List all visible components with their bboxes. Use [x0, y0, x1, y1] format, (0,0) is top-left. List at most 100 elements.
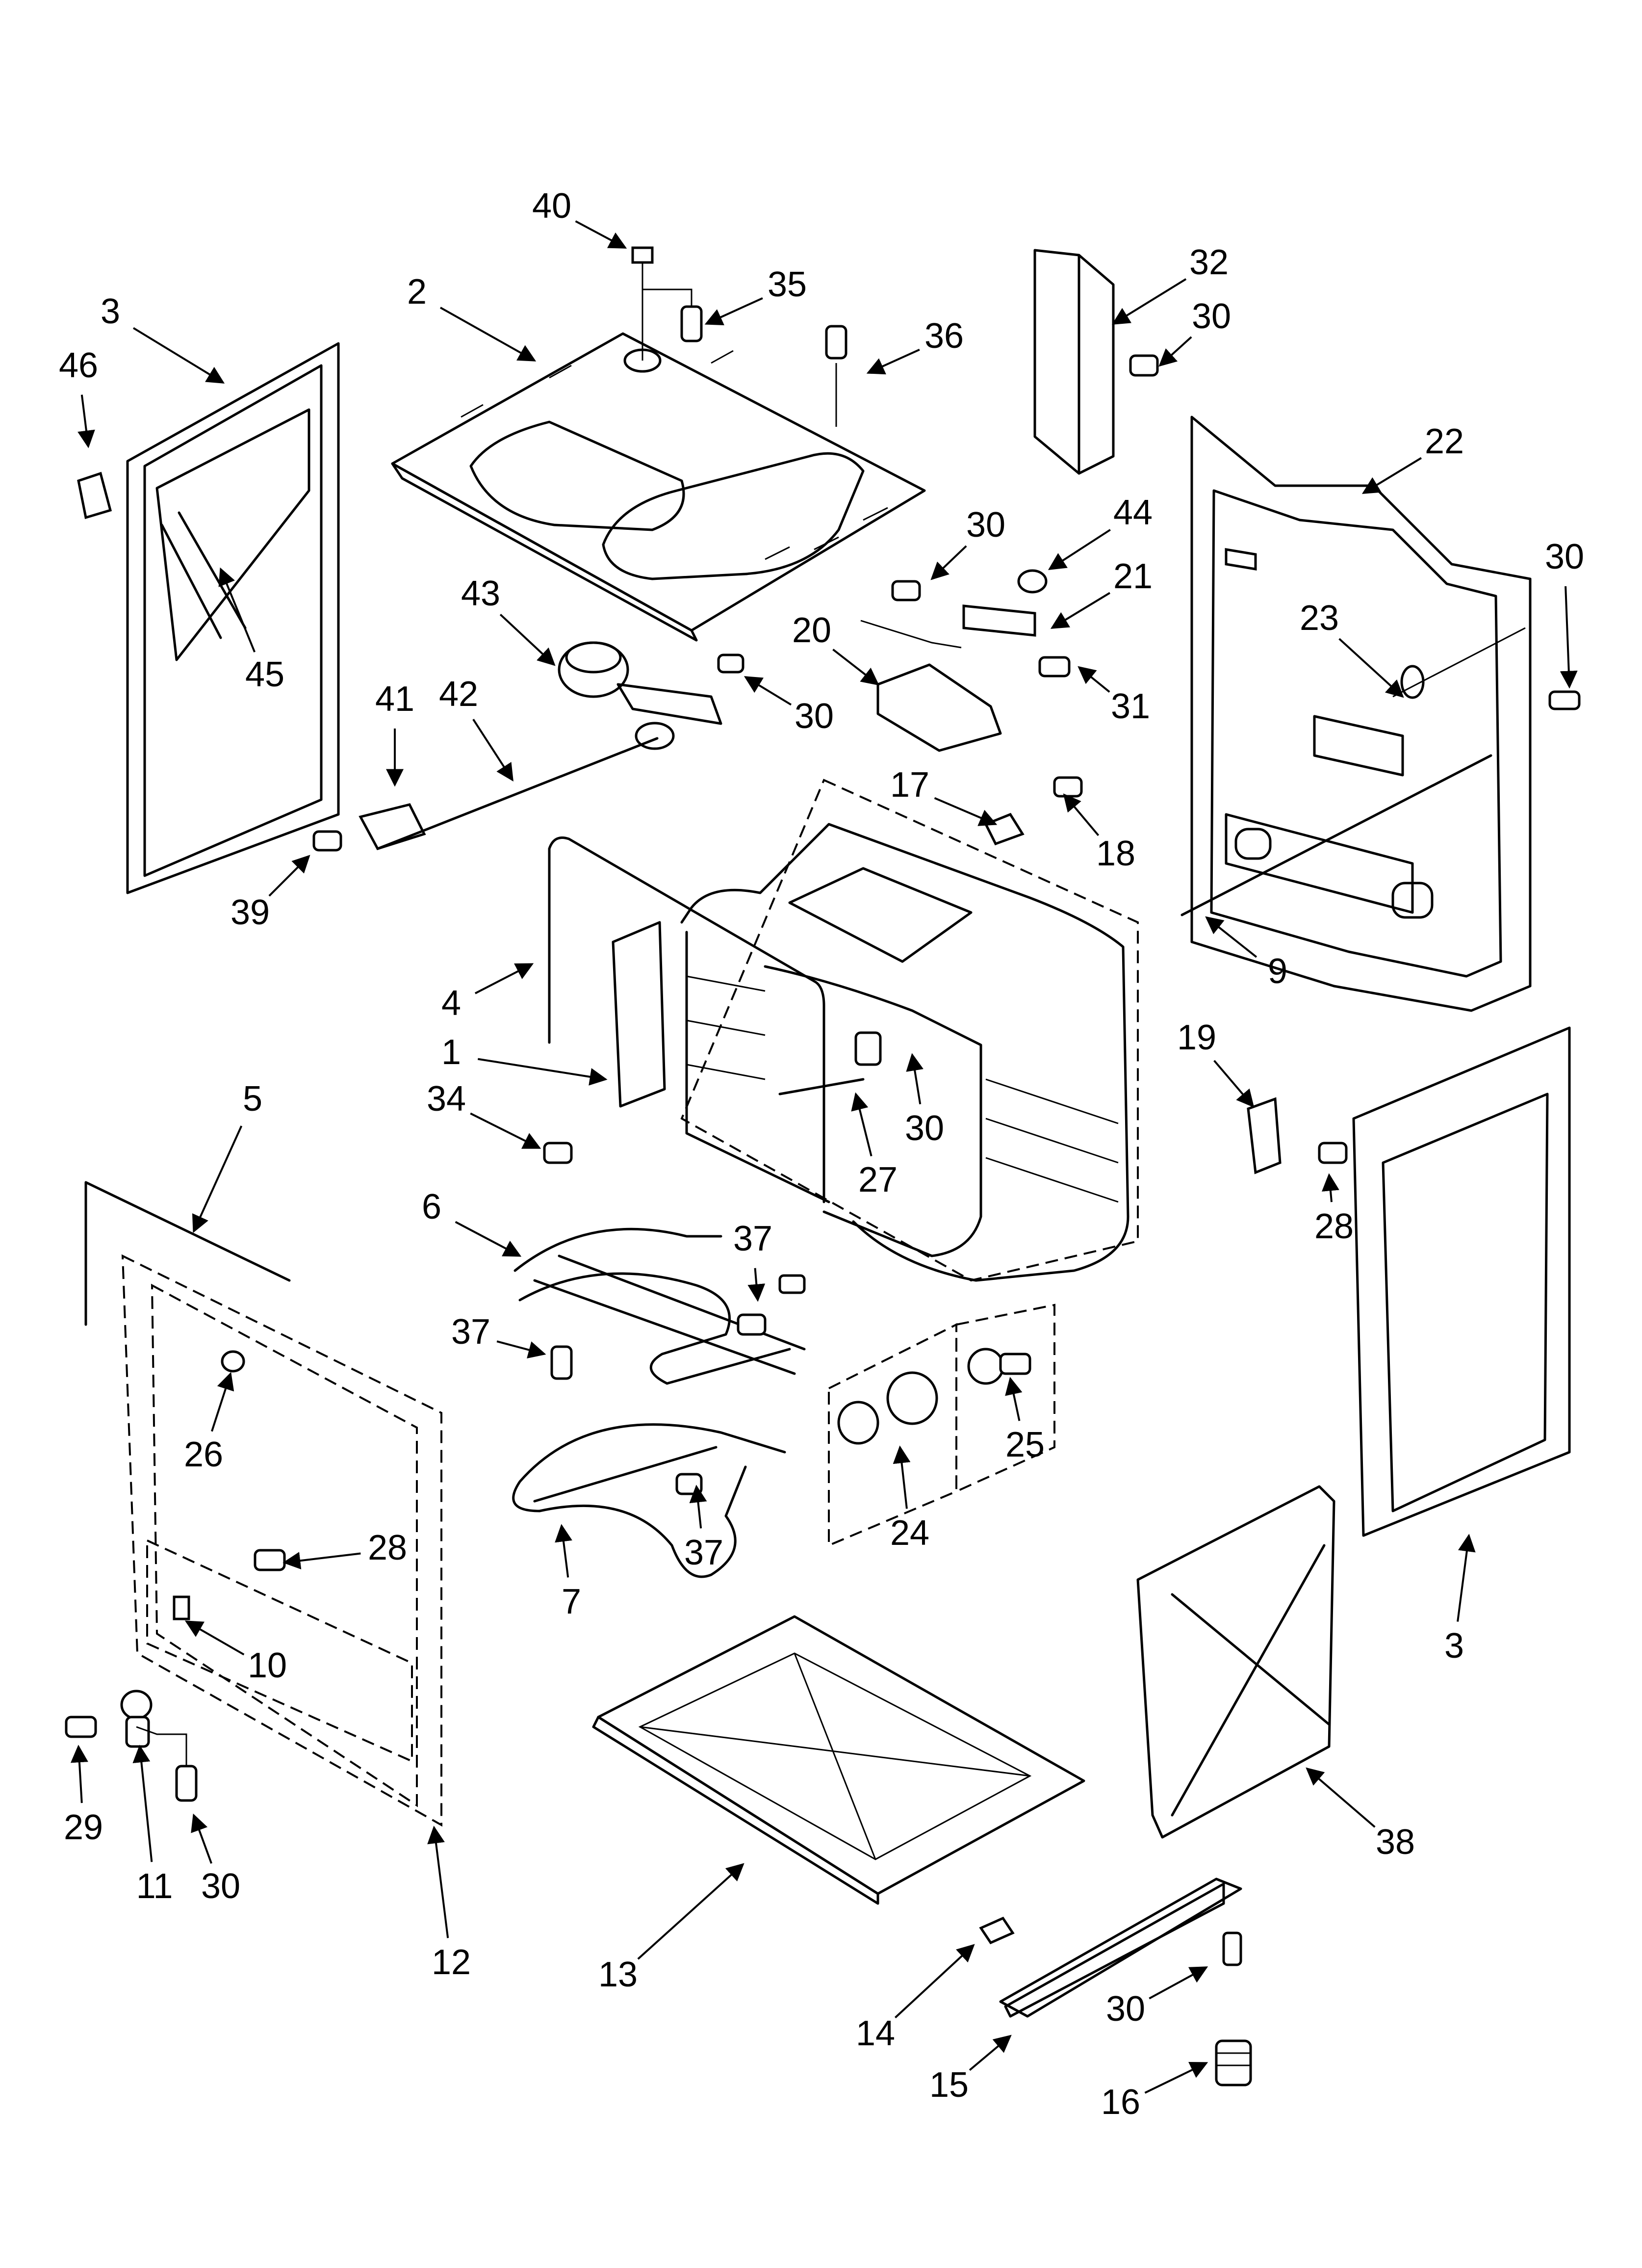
parts-39-41-42 [312, 737, 659, 852]
callout-leader-5 [192, 1125, 243, 1233]
callout-label-46: 46 [59, 346, 98, 385]
callout-leader-38 [1306, 1767, 1376, 1828]
back-panel [1190, 416, 1581, 1012]
door-gasket-5 [84, 1181, 291, 1326]
callout-leader-20 [832, 649, 879, 686]
callout-label-30f: 30 [201, 1867, 240, 1906]
callout-label-9: 9 [1268, 952, 1287, 991]
bake-element-7 [512, 1423, 786, 1578]
callout-label-24: 24 [890, 1513, 929, 1553]
callout-label-30c: 30 [1545, 537, 1584, 576]
callout-label-37c: 37 [684, 1533, 723, 1572]
bracket-20 [876, 663, 1002, 752]
bracket-1 [543, 921, 666, 1164]
callout-label-10: 10 [248, 1646, 287, 1685]
callout-leader-12 [427, 1825, 449, 1938]
callout-leader-6 [455, 1221, 522, 1257]
callout-leader-18 [1063, 793, 1100, 836]
parts-19-28 [1247, 1097, 1348, 1174]
callout-leader-11 [132, 1745, 153, 1862]
parts-29-11-30 [65, 1690, 198, 1802]
callout-label-34: 34 [427, 1079, 466, 1119]
callout-leader-4 [474, 963, 534, 994]
callout-label-30e: 30 [905, 1109, 944, 1148]
callout-leader-3b [1457, 1534, 1476, 1622]
callout-leader-31 [1078, 666, 1110, 693]
callout-label-2: 2 [407, 272, 427, 312]
callout-leader-42 [472, 719, 513, 782]
callout-label-28b: 28 [368, 1528, 407, 1567]
callout-leader-30g [1149, 1966, 1208, 2000]
callout-leader-27 [851, 1092, 872, 1157]
callout-label-31: 31 [1111, 687, 1150, 726]
callout-leader-9 [1205, 916, 1257, 958]
callout-leader-25 [1005, 1377, 1023, 1421]
callout-leader-10 [184, 1620, 245, 1656]
callout-leader-37a [747, 1268, 766, 1302]
callout-label-21: 21 [1113, 557, 1153, 596]
callout-label-38: 38 [1376, 1823, 1415, 1862]
callout-label-11: 11 [136, 1867, 173, 1906]
cooktop-panel [391, 246, 926, 642]
callout-label-27: 27 [858, 1160, 898, 1199]
callout-label-17: 17 [890, 765, 929, 805]
callout-label-3a: 3 [101, 292, 120, 331]
callout-leader-1 [478, 1058, 608, 1086]
callout-label-32: 32 [1189, 243, 1229, 282]
callout-leader-16 [1144, 2061, 1208, 2094]
door-hardware [173, 1549, 286, 1620]
callout-leader-30f [191, 1813, 212, 1864]
callout-label-15: 15 [929, 2065, 969, 2105]
callout-leader-46 [77, 394, 95, 448]
callout-label-14: 14 [856, 2014, 895, 2053]
callout-leader-24 [893, 1445, 911, 1509]
callout-label-7: 7 [562, 1582, 581, 1621]
leveling-foot-16 [1215, 2039, 1252, 2086]
callout-leader-28a [1322, 1173, 1339, 1202]
callout-label-23: 23 [1300, 599, 1339, 638]
callout-leader-2 [439, 307, 537, 362]
callout-label-25: 25 [1005, 1425, 1045, 1464]
callout-leader-7 [555, 1524, 572, 1578]
wire-9 [1180, 627, 1526, 916]
clip-14 [979, 1916, 1015, 1945]
callout-leader-30e [906, 1053, 924, 1105]
parts-17-18 [984, 776, 1083, 846]
panel-38 [1136, 1485, 1335, 1839]
clip-46 [77, 471, 112, 520]
callout-leader-40 [575, 220, 627, 249]
callout-leader-44 [1048, 529, 1111, 570]
callout-label-3b: 3 [1444, 1626, 1464, 1666]
callout-label-29: 29 [64, 1808, 103, 1847]
callout-label-42: 42 [439, 675, 478, 714]
callout-label-6: 6 [422, 1187, 441, 1226]
screw-37 [550, 1345, 573, 1380]
callout-leader-28b [282, 1552, 361, 1570]
callout-label-30g: 30 [1106, 1989, 1145, 2029]
callout-label-30a: 30 [1192, 297, 1231, 336]
callout-leader-22 [1361, 457, 1422, 494]
callout-label-30b: 30 [966, 505, 1005, 545]
callout-label-36: 36 [924, 316, 964, 356]
callout-leader-30d [744, 676, 792, 706]
callout-leader-3a [132, 327, 225, 384]
callout-label-40: 40 [532, 186, 571, 226]
callout-label-4: 4 [441, 984, 461, 1023]
tray-13 [592, 1615, 1085, 1905]
gasket-4 [548, 836, 825, 1203]
callout-leader-45 [218, 567, 256, 652]
callout-leader-30a [1158, 336, 1192, 367]
broil-element-6 [513, 1227, 806, 1385]
callout-label-39: 39 [231, 893, 270, 932]
callout-leader-23 [1338, 638, 1404, 698]
component-43 [558, 641, 744, 750]
callout-label-18: 18 [1096, 834, 1135, 873]
right-side-panel [1352, 1026, 1571, 1537]
door-assembly-12 [121, 1254, 442, 1827]
callout-label-16: 16 [1101, 2083, 1140, 2122]
callout-leader-21 [1050, 592, 1111, 629]
callout-leader-30c [1560, 586, 1578, 689]
callout-label-19: 19 [1177, 1018, 1216, 1057]
callout-label-37b: 37 [451, 1312, 490, 1352]
callout-label-37a: 37 [733, 1219, 772, 1258]
